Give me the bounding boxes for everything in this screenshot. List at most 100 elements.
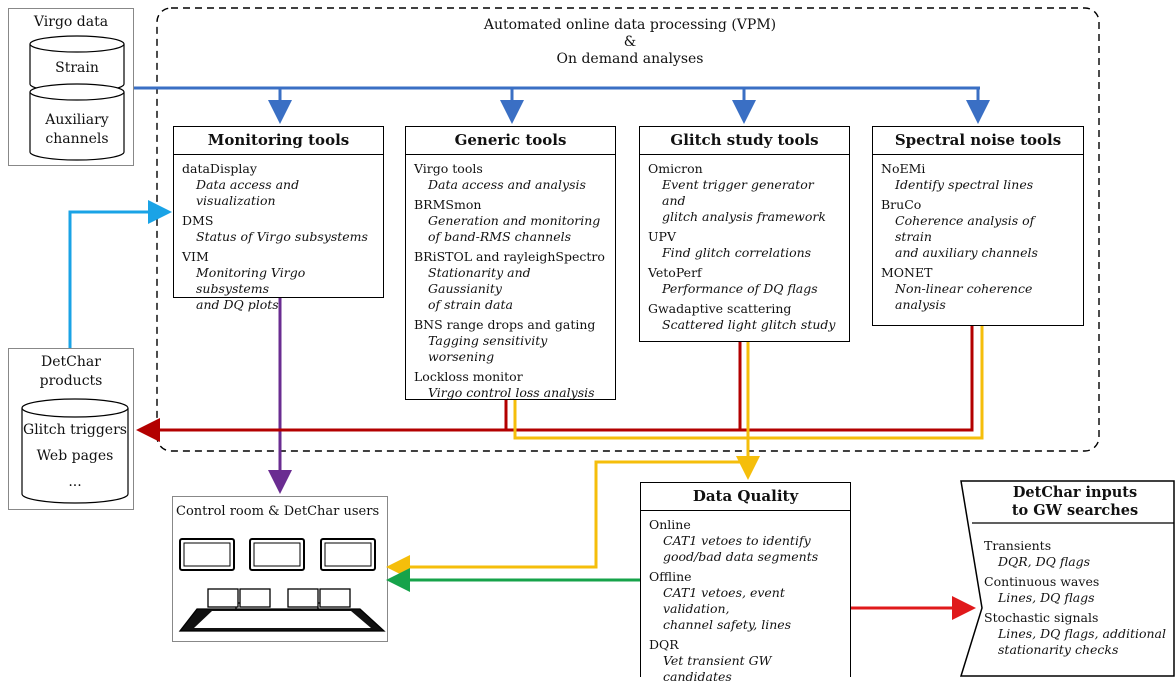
tool-name: BNS range drops and gating bbox=[414, 317, 596, 332]
data-quality-title: Data Quality bbox=[641, 483, 850, 511]
input-name: Transients bbox=[984, 538, 1052, 553]
input-name: Continuous waves bbox=[984, 574, 1100, 589]
tool-desc: Monitoring Virgo subsystems bbox=[196, 265, 306, 296]
tool-name: dataDisplay bbox=[182, 161, 257, 176]
database-cylinder-auxiliary bbox=[29, 83, 125, 161]
glitch-triggers-label: Glitch triggers bbox=[23, 422, 127, 438]
dq-desc: good/bad data segments bbox=[663, 549, 819, 564]
dq-desc: CAT1 vetoes, event validation, bbox=[663, 585, 785, 616]
desk-workstations-icon bbox=[178, 588, 386, 632]
vpm-frame bbox=[156, 7, 1100, 452]
tool-name: UPV bbox=[648, 229, 676, 244]
tool-desc: Non-linear coherence bbox=[895, 281, 1033, 296]
dq-desc: CAT1 vetoes to identify bbox=[663, 533, 811, 548]
dq-name: Offline bbox=[649, 569, 692, 584]
vpm-title: Automated online data processing (VPM) &… bbox=[460, 17, 800, 68]
tool-desc: Data access and analysis bbox=[428, 177, 586, 192]
tool-desc: Virgo control loss analysis bbox=[428, 385, 595, 400]
ellipsis-label: ... bbox=[68, 474, 82, 490]
tool-desc: of strain data bbox=[428, 297, 513, 312]
tool-name: VetoPerf bbox=[648, 265, 702, 280]
tool-desc: Event trigger generator and bbox=[662, 177, 814, 208]
inputs-title: DetChar inputs to GW searches bbox=[980, 484, 1170, 520]
virgo-data-title: Virgo data bbox=[33, 14, 109, 30]
input-desc: Lines, DQ flags bbox=[998, 590, 1095, 605]
tool-name: Lockloss monitor bbox=[414, 369, 523, 384]
tool-desc: Stationarity and Gaussianity bbox=[428, 265, 531, 296]
tool-name: Gwadaptive scattering bbox=[648, 301, 792, 316]
dq-desc: Vet transient GW candidates bbox=[663, 653, 772, 684]
tool-desc: Performance of DQ flags bbox=[662, 281, 818, 296]
tool-desc: Identify spectral lines bbox=[895, 177, 1034, 192]
dq-desc: channel safety, lines bbox=[663, 617, 792, 632]
blue-data-feed bbox=[134, 86, 990, 124]
strain-label: Strain bbox=[55, 60, 99, 76]
tool-desc: Status of Virgo subsystems bbox=[196, 229, 368, 244]
auxiliary-label-line-1: Auxiliary bbox=[45, 112, 109, 128]
tool-desc: Data access and visualization bbox=[196, 177, 300, 208]
input-desc: stationarity checks bbox=[998, 642, 1119, 657]
tool-name: Omicron bbox=[648, 161, 703, 176]
tool-name: BRiSTOL and rayleighSpectro bbox=[414, 249, 605, 264]
tool-name: MONET bbox=[881, 265, 933, 280]
vpm-title-line-1: Automated online data processing (VPM) bbox=[483, 17, 777, 33]
inputs-title-line-1: DetChar inputs bbox=[1012, 484, 1138, 501]
tool-name: NoEMi bbox=[881, 161, 926, 176]
control-room-title: Control room & DetChar users bbox=[176, 504, 380, 519]
vpm-title-line-2: & bbox=[623, 34, 637, 50]
inputs-flag-shape bbox=[959, 480, 1175, 677]
glitch-study-tools-title: Glitch study tools bbox=[640, 127, 849, 155]
auxiliary-label-line-2: channels bbox=[45, 131, 109, 147]
monitor-wall-icon bbox=[179, 538, 376, 571]
darkred-result-lines bbox=[136, 326, 974, 442]
tool-name: VIM bbox=[182, 249, 209, 264]
detchar-products-title: DetChar products bbox=[8, 353, 134, 391]
input-desc: DQR, DQ flags bbox=[998, 554, 1091, 569]
auxiliary-label: Auxiliary channels bbox=[30, 111, 124, 149]
web-pages-label: Web pages bbox=[36, 448, 114, 464]
inputs-title-line-2: to GW searches bbox=[1011, 502, 1139, 519]
spectral-noise-tools-title: Spectral noise tools bbox=[873, 127, 1083, 155]
input-name: Stochastic signals bbox=[984, 610, 1099, 625]
tool-desc: Coherence analysis of strain bbox=[895, 213, 1035, 244]
tool-name: Virgo tools bbox=[414, 161, 483, 176]
tool-desc: Tagging sensitivity worsening bbox=[428, 333, 548, 364]
generic-tools-title: Generic tools bbox=[406, 127, 615, 155]
tool-desc: and DQ plots bbox=[196, 297, 279, 312]
monitoring-tools-title: Monitoring tools bbox=[174, 127, 383, 155]
tool-desc: of band-RMS channels bbox=[428, 229, 572, 244]
tool-desc: Find glitch correlations bbox=[662, 245, 812, 260]
dq-name: Online bbox=[649, 517, 691, 532]
vpm-title-line-3: On demand analyses bbox=[556, 51, 704, 67]
tool-desc: glitch analysis framework bbox=[662, 209, 826, 224]
cyan-arrow bbox=[68, 200, 172, 348]
tool-desc: Scattered light glitch study bbox=[662, 317, 836, 332]
detchar-products-title-line-1: DetChar bbox=[41, 354, 101, 370]
